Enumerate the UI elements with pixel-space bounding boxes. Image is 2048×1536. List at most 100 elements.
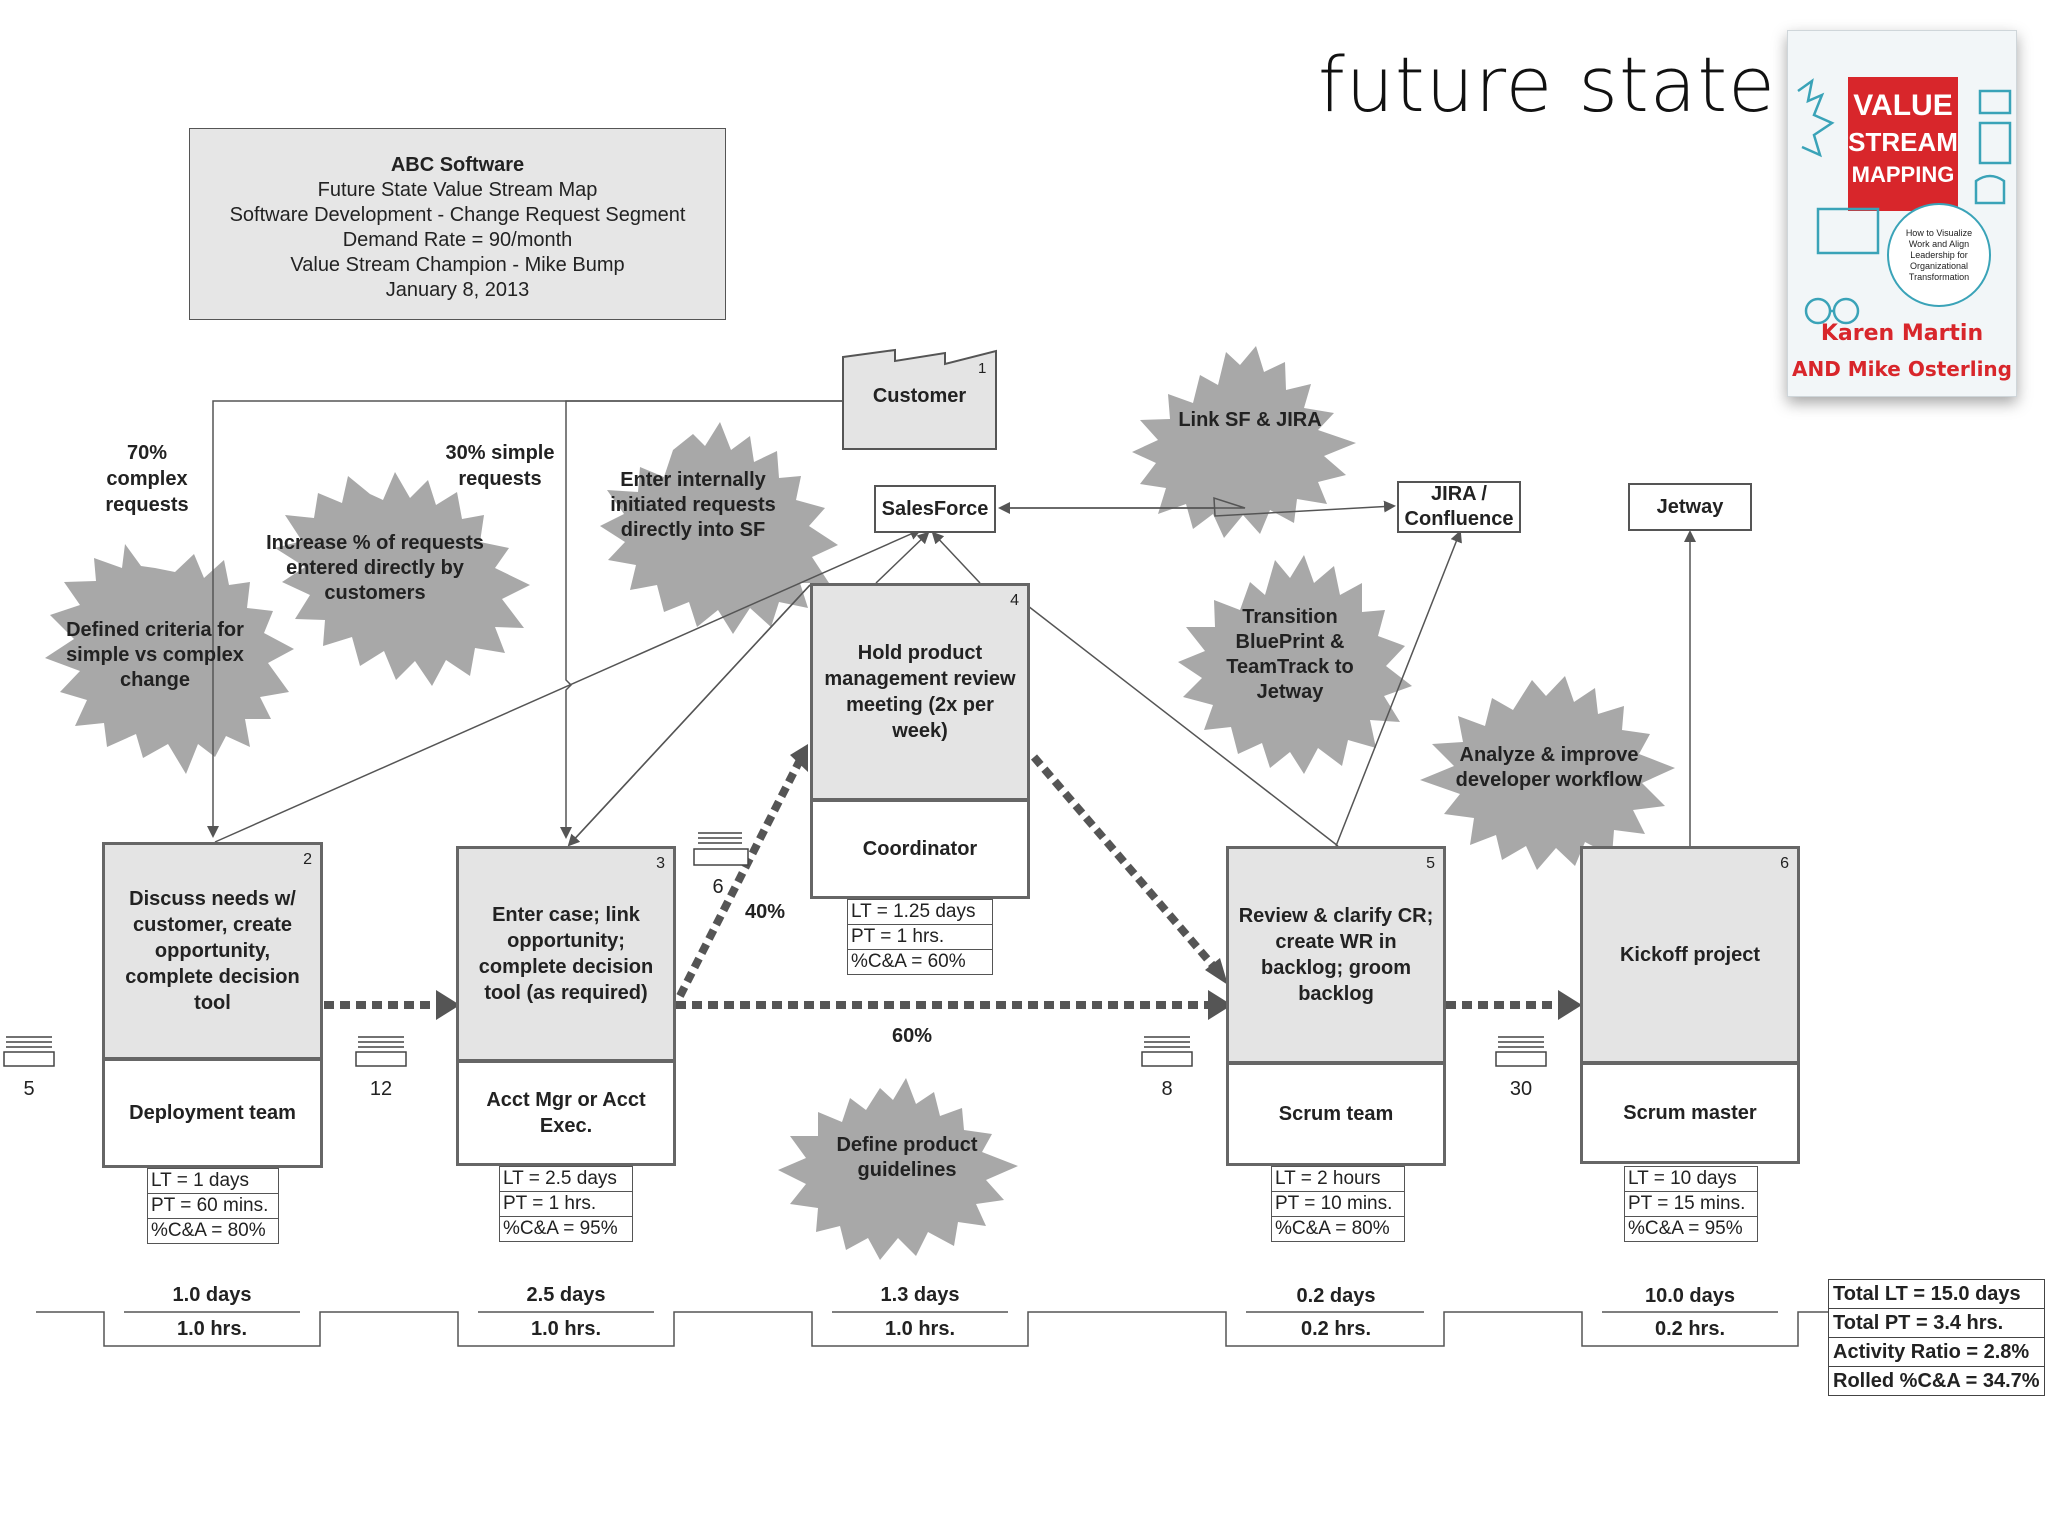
timeline-lead-time: 10.0 days <box>1644 1285 1736 1307</box>
book-sketch-icons <box>1797 78 2012 325</box>
customer-number: 1 <box>978 360 987 377</box>
book-title-1: VALUE <box>1853 89 1953 122</box>
lead-time: LT = 1 days <box>148 1169 278 1194</box>
customer-factory-shape <box>842 348 997 450</box>
process-name: Enter case; link opportunity; complete d… <box>478 904 654 1004</box>
process-data-box: LT = 2 hours PT = 10 mins. %C&A = 80% <box>1271 1166 1405 1242</box>
map-title: Future State Value Stream Map <box>317 179 598 201</box>
activity-ratio: Activity Ratio = 2.8% <box>1829 1338 2044 1367</box>
timeline-process-time: 1.0 hrs. <box>176 1318 248 1340</box>
total-process-time: Total PT = 3.4 hrs. <box>1829 1309 2044 1338</box>
kaizen-burst-link <box>1132 346 1356 538</box>
process-owner: Deployment team <box>102 1058 323 1168</box>
kaizen-burst-transition <box>1178 555 1412 774</box>
process-box-kickoff: 6 Kickoff project <box>1580 846 1800 1064</box>
book-title-3: MAPPING <box>1851 162 1955 187</box>
process-box-discuss-needs: 2 Discuss needs w/ customer, create oppo… <box>102 842 323 1060</box>
process-time: PT = 10 mins. <box>1272 1192 1404 1217</box>
burst-criteria-text: Defined criteria for simple vs complex c… <box>66 618 244 691</box>
inventory-icon <box>1495 1051 1547 1067</box>
book-cover-image: VALUE STREAM MAPPING How to Visualize Wo… <box>1787 30 2017 397</box>
map-date: January 8, 2013 <box>385 279 530 301</box>
kaizen-burst-workflow <box>1420 676 1675 870</box>
process-owner: Scrum team <box>1226 1062 1446 1166</box>
inventory-icon <box>1141 1051 1193 1067</box>
percent-40-label: 40% <box>745 901 786 923</box>
lead-time: LT = 2.5 days <box>500 1167 632 1192</box>
process-name: Hold product management review meeting (… <box>824 642 1016 742</box>
inventory-count: 30 <box>1509 1078 1533 1100</box>
simple-requests-label: 30% simple requests <box>445 442 555 490</box>
percent-60-label: 60% <box>892 1025 933 1047</box>
process-time: PT = 15 mins. <box>1625 1192 1757 1217</box>
timeline-process-time: 0.2 hrs. <box>1654 1318 1726 1340</box>
lead-time: LT = 2 hours <box>1272 1167 1404 1192</box>
book-author-1: Karen Martin <box>1820 321 1984 346</box>
burst-transition-text: Transition BluePrint & TeamTrack to Jetw… <box>1226 606 1354 703</box>
demand-rate: Demand Rate = 90/month <box>342 229 573 251</box>
book-author-2: AND Mike Osterling <box>1792 357 2012 381</box>
process-number: 6 <box>1780 855 1789 872</box>
process-name: Discuss needs w/ customer, create opport… <box>125 888 300 1014</box>
salesforce-box: SalesForce <box>874 485 996 533</box>
process-box-review-cr: 5 Review & clarify CR; create WR in back… <box>1226 846 1446 1064</box>
process-box-review-meeting: 4 Hold product management review meeting… <box>810 583 1030 801</box>
segment-label: Software Development - Change Request Se… <box>229 204 686 226</box>
process-number: 4 <box>1010 592 1019 609</box>
process-number: 3 <box>656 855 665 872</box>
process-name: Review & clarify CR; create WR in backlo… <box>1238 905 1434 1005</box>
lead-time: LT = 10 days <box>1625 1167 1757 1192</box>
burst-guidelines-text: Define product guidelines <box>836 1134 978 1181</box>
burst-internal-text: Enter internally initiated requests dire… <box>610 468 776 541</box>
inventory-count: 12 <box>369 1078 393 1100</box>
burst-increase-text: Increase % of requests entered directly … <box>266 531 484 604</box>
customer-label: Customer <box>872 385 967 407</box>
process-data-box: LT = 2.5 days PT = 1 hrs. %C&A = 95% <box>499 1166 633 1242</box>
inventory-icon <box>3 1051 55 1067</box>
process-data-box: LT = 10 days PT = 15 mins. %C&A = 95% <box>1624 1166 1758 1242</box>
complete-accurate: %C&A = 60% <box>851 951 966 972</box>
complete-accurate: %C&A = 95% <box>503 1218 618 1239</box>
header-info-box: ABC Software Future State Value Stream M… <box>189 128 726 320</box>
jira-confluence-box: JIRA / Confluence <box>1397 481 1521 533</box>
process-time: PT = 1 hrs. <box>500 1192 632 1217</box>
process-number: 5 <box>1426 855 1435 872</box>
burst-workflow-text: Analyze & improve developer workflow <box>1455 744 1643 791</box>
timeline-lead-time: 1.3 days <box>880 1284 960 1306</box>
process-data-box: LT = 1 days PT = 60 mins. %C&A = 80% <box>147 1168 279 1244</box>
kaizen-burst-guidelines <box>778 1078 1018 1260</box>
process-box-enter-case: 3 Enter case; link opportunity; complete… <box>456 846 676 1062</box>
timeline-ladder <box>36 1311 1828 1347</box>
complete-accurate: %C&A = 80% <box>1275 1218 1390 1239</box>
kaizen-burst-criteria <box>45 544 294 774</box>
timeline-lead-time: 1.0 days <box>172 1284 252 1306</box>
complete-accurate: %C&A = 95% <box>1628 1218 1743 1239</box>
process-owner: Acct Mgr or Acct Exec. <box>456 1060 676 1166</box>
inventory-icon <box>693 848 749 866</box>
process-number: 2 <box>303 851 312 868</box>
process-data-box: LT = 1.25 days PT = 1 hrs. %C&A = 60% <box>847 899 993 975</box>
process-time: PT = 1 hrs. <box>848 925 992 950</box>
book-title-2: STREAM <box>1848 127 1958 157</box>
timeline-process-time: 0.2 hrs. <box>1300 1318 1372 1340</box>
process-owner: Scrum master <box>1580 1062 1800 1164</box>
book-subtitle: How to Visualize Work and Align Leadersh… <box>1887 203 1991 307</box>
kaizen-burst-increase <box>275 472 530 686</box>
inventory-count: 8 <box>1161 1078 1173 1100</box>
rolled-complete-accurate: Rolled %C&A = 34.7% <box>1833 1370 2040 1392</box>
total-lead-time: Total LT = 15.0 days <box>1829 1280 2044 1309</box>
burst-link-text: Link SF & JIRA <box>1178 408 1322 431</box>
kaizen-burst-internal <box>600 422 838 634</box>
timeline-lead-time: 0.2 days <box>1296 1285 1376 1307</box>
process-name: Kickoff project <box>1619 944 1761 966</box>
totals-box: Total LT = 15.0 days Total PT = 3.4 hrs.… <box>1828 1279 2045 1396</box>
process-owner: Coordinator <box>810 799 1030 899</box>
slide-title: future state <box>1318 40 1776 129</box>
inventory-count: 5 <box>23 1078 35 1100</box>
jetway-box: Jetway <box>1628 483 1752 531</box>
inventory-icon <box>355 1051 407 1067</box>
process-time: PT = 60 mins. <box>148 1194 278 1219</box>
inventory-count: 6 <box>712 876 724 898</box>
timeline-lead-time: 2.5 days <box>526 1284 606 1306</box>
